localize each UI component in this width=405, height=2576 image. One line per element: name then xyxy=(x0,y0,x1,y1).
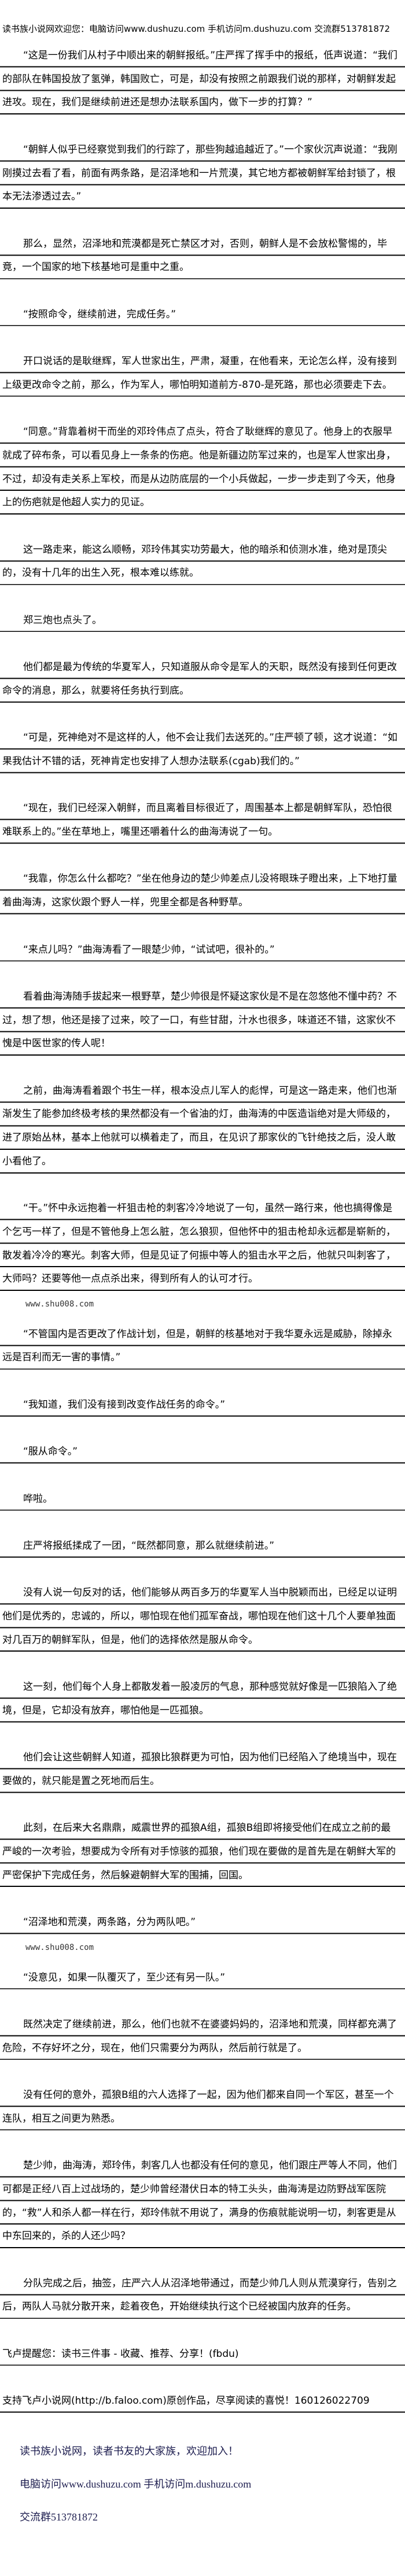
paragraph: 飞卢提醒您：读书三件事 - 收藏、推荐、分享！(fbdu) xyxy=(0,2342,405,2366)
paragraph: 这一刻，他们每个人身上都散发着一股凌厉的气息，那种感觉就好像是一匹狼陷入了绝境，… xyxy=(0,1675,405,1723)
paragraph: “可是，死神绝对不是这样的人，他不会让我们去送死的。”庄严顿了顿，这才说道：“如… xyxy=(0,726,405,773)
paragraph: “这是一份我们从村子中顺出来的朝鲜报纸。”庄严挥了挥手中的报纸，低声说道：“我们… xyxy=(0,44,405,115)
paragraph: 楚少帅，曲海涛，郑玲伟，刺客几人也都没有任何的意见，他们跟庄严等人不同，他们可都… xyxy=(0,2154,405,2248)
paragraph: “我靠，你怎么什么都吃？”坐在他身边的楚少帅差点儿没将眼珠子瞪出来，上下地打量着… xyxy=(0,867,405,915)
watermark-url: www.shu008.com xyxy=(25,1299,94,1309)
paragraph: 这一路走来，能这么顺畅，邓玲伟其实功劳最大，他的暗杀和侦测水准，绝对是顶尖的，没… xyxy=(0,538,405,586)
paragraph: 既然决定了继续前进，那么，他们也就不在婆婆妈妈的，沼泽地和荒漠，同样都充满了危险… xyxy=(0,2012,405,2060)
paragraph: “服从命令。” xyxy=(0,1440,405,1464)
chapter-body: “这是一份我们从村子中顺出来的朝鲜报纸。”庄严挥了挥手中的报纸，低声说道：“我们… xyxy=(0,35,405,2413)
paragraph: 没有任何的意外，孤狼B组的六人选择了一起，因为他们都来自同一个军区，甚至一个连队… xyxy=(0,2083,405,2131)
footer-urls: 电脑访问www.dushuzu.com 手机访问m.dushuzu.com xyxy=(20,2478,252,2490)
footer-welcome: 读书族小说网，读者书友的大家族，欢迎加入！ xyxy=(20,2445,238,2457)
paragraph: “没意见，如果一队覆灭了，至少还有另一队。” xyxy=(0,1966,405,1990)
paragraph: “来点儿吗？”曲海涛看了一眼楚少帅，“试试吧，很补的。” xyxy=(0,938,405,962)
paragraph: 开口说话的是耿继辉，军人世家出生，严肃，凝重，在他看来，无论怎么样，没有接到上级… xyxy=(0,350,405,397)
paragraph: 哗啦。 xyxy=(0,1487,405,1511)
site-footer: 读书族小说网，读者书友的大家族，欢迎加入！ 电脑访问www.dushuzu.co… xyxy=(0,2437,405,2576)
footer-group: 交流群513781872 xyxy=(20,2511,98,2523)
paragraph: 分队完成之后，抽签，庄严六人从沼泽地带通过，而楚少帅几人则从荒漠穿行，告别之后，… xyxy=(0,2271,405,2319)
paragraph: 郑三炮也点头了。 xyxy=(0,608,405,632)
paragraph: 看着曲海涛随手拔起来一根野草，楚少帅很是怀疑这家伙是不是在忽悠他不懂中药？不过，… xyxy=(0,984,405,1056)
paragraph: “我知道，我们没有接到改变作战任务的命令。” xyxy=(0,1393,405,1417)
paragraph: “干。”怀中永远抱着一杆狙击枪的刺客冷冷地说了一句，虽然一路行来，他也搞得像是个… xyxy=(0,1197,405,1291)
paragraph: 庄严将报纸揉成了一团，“既然都同意，那么就继续前进。” xyxy=(0,1534,405,1558)
paragraph: “同意。”背靠着树干而坐的邓玲伟点了点头，符合了耿继辉的意见了。他身上的衣服早就… xyxy=(0,420,405,515)
paragraph: “现在，我们已经深入朝鲜，而且离着目标很近了，周围基本上都是朝鲜军队，恐怕很难联… xyxy=(0,797,405,844)
paragraph: “按照命令，继续前进，完成任务。” xyxy=(0,302,405,327)
paragraph: “沼泽地和荒漠，两条路，分为两队吧。” xyxy=(0,1911,405,1934)
site-header-notice: 读书族小说网欢迎您：电脑访问www.dushuzu.com 手机访问m.dush… xyxy=(2,24,391,34)
paragraph: 此刻，在后来大名鼎鼎，威震世界的孤狼A组，孤狼B组即将接受他们在成立之前的最严峻… xyxy=(0,1816,405,1887)
paragraph: 他们会让这些朝鲜人知道，孤狼比狼群更为可怕，因为他们已经陷入了绝境当中，现在要做… xyxy=(0,1746,405,1793)
paragraph: 没有人说一句反对的话，他们能够从两百多万的华夏军人当中脱颖而出，已经足以证明他们… xyxy=(0,1581,405,1652)
paragraph: “朝鲜人似乎已经察觉到我们的行踪了，那些狗越追越近了。”一个家伙沉声说道：“我刚… xyxy=(0,138,405,209)
paragraph: 之前，曲海涛看着跟个书生一样，根本没点儿军人的彪悍，可是这一路走来，他们也渐渐发… xyxy=(0,1079,405,1174)
paragraph: 他们都是最为传统的华夏军人，只知道服从命令是军人的天职，既然没有接到任何更改命令… xyxy=(0,656,405,703)
paragraph: 支持飞卢小说网(http://b.faloo.com)原创作品，尽享阅读的喜悦！… xyxy=(0,2389,405,2413)
paragraph: 那么，显然，沼泽地和荒漠都是死亡禁区才对，否则，朝鲜人是不会放松警惕的，毕竟，一… xyxy=(0,232,405,279)
paragraph: “不管国内是否更改了作战计划，但是，朝鲜的核基地对于我华夏永远是威胁，除掉永远是… xyxy=(0,1322,405,1370)
watermark-url: www.shu008.com xyxy=(25,1942,94,1952)
